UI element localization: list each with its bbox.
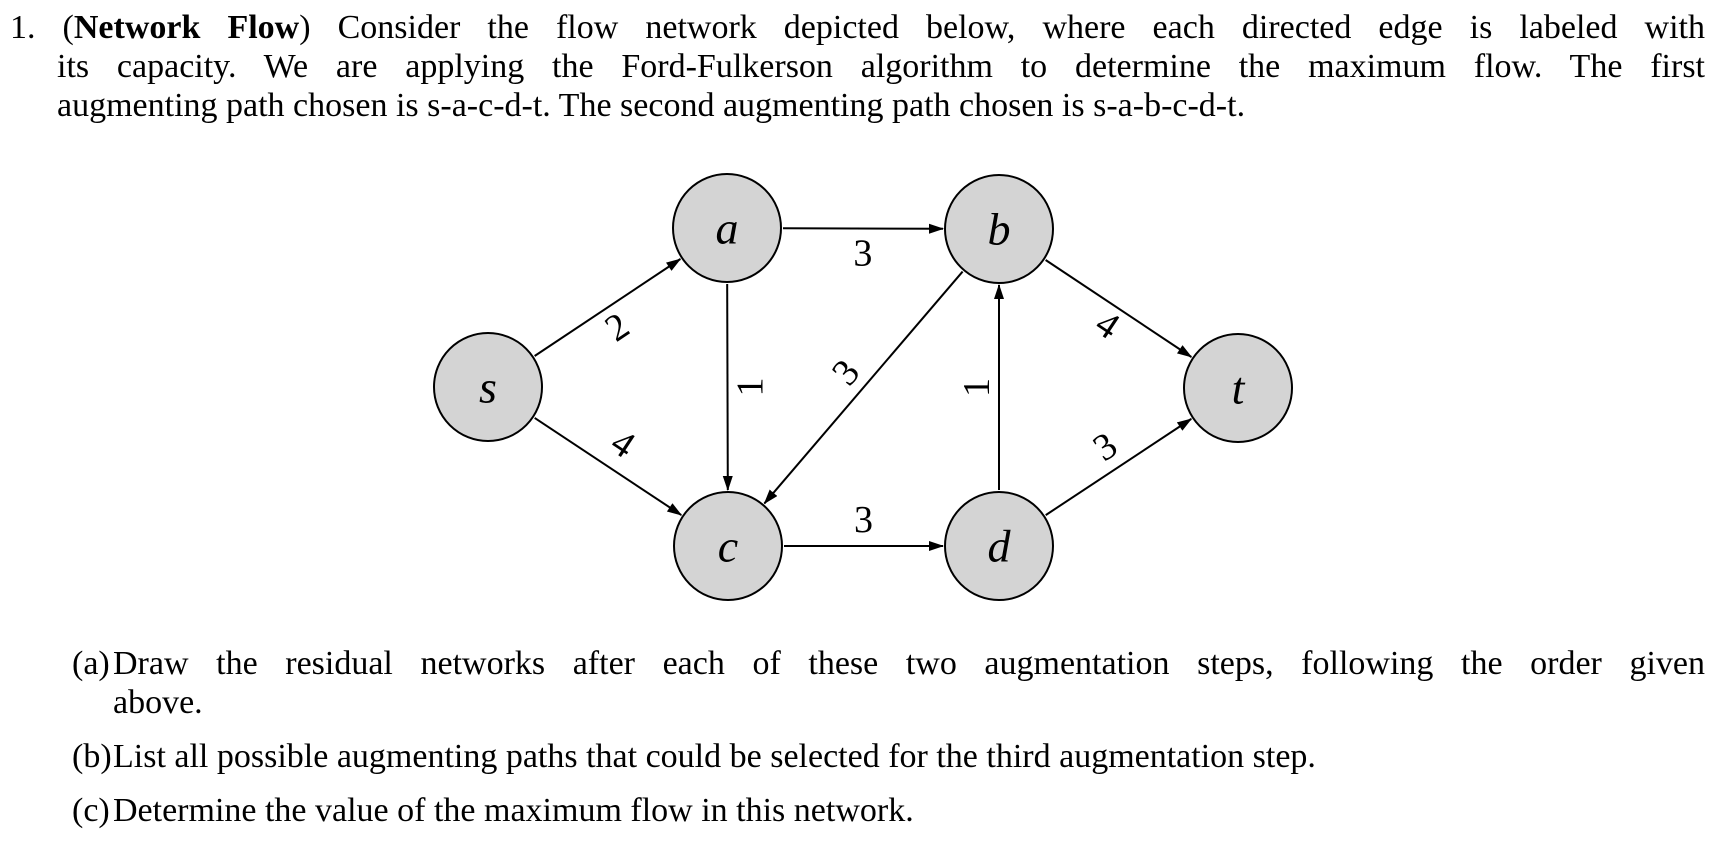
problem-line-1: 1. (Network Flow) Consider the flow netw… [10,8,1706,47]
question-item-c: (c) Determine the value of the maximum f… [72,791,1705,830]
edge-s-c [534,417,683,516]
capacity-label-c-d: 3 [854,499,873,541]
problem-number: 1. [10,9,36,46]
problem-title: Network Flow [73,9,300,46]
capacity-label-s-c: 4 [603,421,642,467]
capacity-label-s-a: 2 [598,305,637,350]
node-label-s: s [479,362,497,413]
item-text-a: Draw the residual networks after each of… [113,644,1705,722]
capacity-label-b-c: 3 [824,352,868,394]
capacity-label-d-b: 1 [956,378,998,397]
edge-a-b [782,223,945,234]
edge-b-c [763,270,964,505]
node-label-c: c [718,521,738,572]
capacity-label-d-t: 3 [1086,424,1125,470]
node-label-a: a [716,203,739,254]
node-c [673,491,783,601]
problem-statement: 1. (Network Flow) Consider the flow netw… [10,8,1706,125]
node-label-b: b [988,204,1011,255]
item-marker-c: (c) [72,792,110,829]
node-a [672,173,782,283]
item-marker-a: (a) [72,645,110,682]
item-text-b: List all possible augmenting paths that … [113,737,1705,776]
node-d [944,491,1054,601]
node-label-t: t [1232,363,1246,414]
capacity-label-a-c: 1 [729,377,771,396]
node-label-d: d [988,521,1012,572]
edge-a-c [722,283,733,492]
item-a-line-2: above. [113,684,203,721]
node-s [433,332,543,442]
edge-s-a [534,258,682,357]
edge-b-t [1045,259,1193,358]
edge-d-t [1045,418,1193,516]
problem-line-3: augmenting path chosen is s-a-c-d-t. The… [57,87,1246,124]
item-c-line-1: Determine the value of the maximum flow … [113,792,914,829]
question-list: (a) Draw the residual networks after eac… [72,644,1705,830]
capacity-label-a-b: 3 [853,232,872,274]
item-a-line-1: Draw the residual networks after each of… [113,645,1705,682]
item-b-line-1: List all possible augmenting paths that … [113,738,1316,775]
item-text-c: Determine the value of the maximum flow … [113,791,1705,830]
node-b [944,174,1054,284]
problem-line-1-pre: ( [35,9,74,46]
question-item-b: (b) List all possible augmenting paths t… [72,737,1705,776]
problem-line-2: its capacity. We are applying the Ford-F… [57,48,1705,85]
node-t [1183,333,1293,443]
problem-line-1-rest: ) Consider the flow network depicted bel… [299,9,1706,46]
question-item-a: (a) Draw the residual networks after eac… [72,644,1705,722]
capacity-label-b-t: 4 [1088,302,1127,347]
item-marker-b: (b) [72,738,112,775]
